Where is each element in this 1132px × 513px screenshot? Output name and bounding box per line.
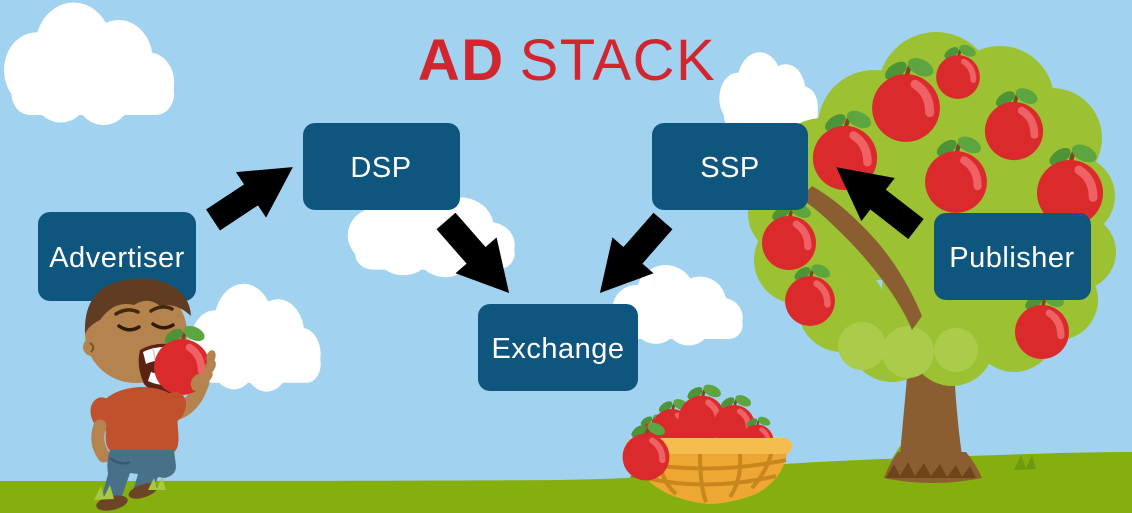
tree-canopy-underside: [838, 322, 978, 378]
boy-ear-line: [89, 342, 95, 353]
apple-basket: [623, 382, 792, 504]
nodes: Advertiser DSP SSP Exchange Publisher: [38, 123, 1091, 391]
node-box: [652, 123, 808, 210]
node-dsp: DSP: [303, 123, 460, 210]
node-publisher: Publisher: [934, 213, 1091, 300]
node-box: [303, 123, 460, 210]
node-exchange: Exchange: [478, 304, 638, 391]
boy-left-arm: [91, 419, 111, 463]
node-label-ssp: SSP: [700, 152, 760, 184]
title-regular-part: STACK: [520, 28, 717, 93]
node-ssp: SSP: [652, 123, 808, 210]
grass-tufts-light: [94, 477, 166, 500]
trunk-base-grass: [886, 462, 976, 478]
title-bold-part: AD: [418, 28, 505, 93]
node-box: [478, 304, 638, 391]
tree-branch: [800, 186, 922, 330]
node-label-advertiser: Advertiser: [49, 242, 185, 274]
node-label-exchange: Exchange: [492, 333, 625, 365]
node-box: [934, 213, 1091, 300]
boy-hair: [84, 278, 191, 334]
boy-eating-apple: [83, 278, 216, 511]
boy-eyebrows: [114, 305, 174, 316]
boy-sleeve: [157, 391, 187, 425]
node-label-dsp: DSP: [350, 152, 411, 184]
node-label-publisher: Publisher: [949, 242, 1074, 274]
boy-ear: [83, 338, 101, 356]
boy-hand: [190, 350, 216, 391]
node-box: [38, 212, 196, 301]
node-advertiser: Advertiser: [38, 212, 196, 301]
jeans-pocket-line: [109, 457, 131, 465]
boy-closed-eyes: [117, 322, 175, 332]
